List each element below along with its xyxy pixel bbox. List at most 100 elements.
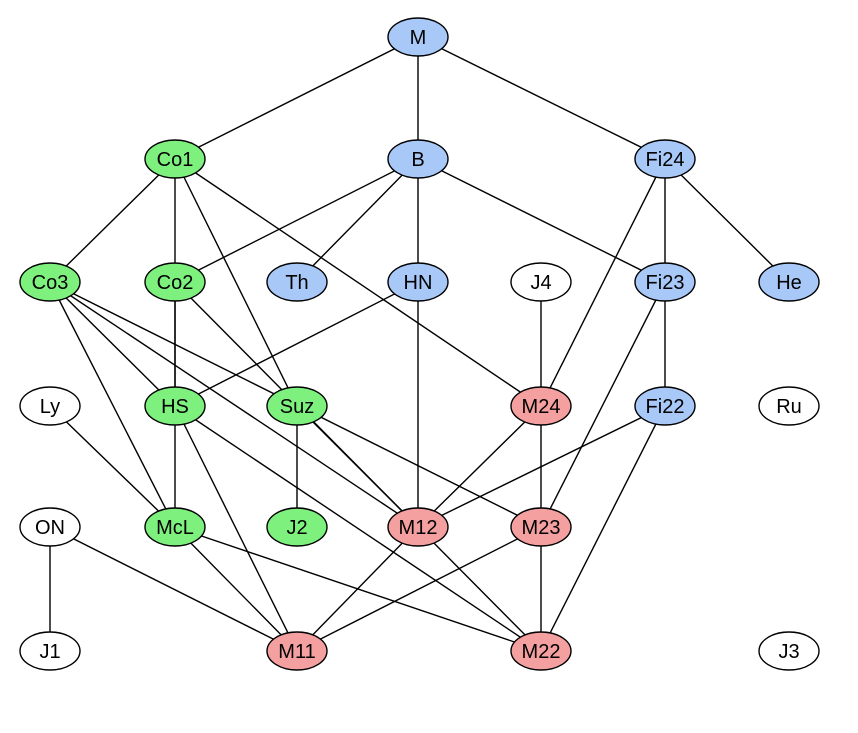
node-ellipse (266, 386, 328, 426)
node-j4: J4 (510, 262, 572, 302)
edge-m23-m11 (296, 526, 542, 652)
node-ellipse (144, 507, 206, 547)
edge-b-co2 (174, 158, 419, 283)
node-co1: Co1 (144, 139, 206, 179)
node-ellipse (510, 386, 572, 426)
node-label: M22 (522, 641, 561, 663)
node-j3: J3 (758, 631, 820, 671)
node-ly: Ly (19, 386, 81, 426)
node-ellipse (510, 631, 572, 671)
node-label: Ru (776, 396, 802, 418)
node-ellipse (19, 507, 81, 547)
node-on: ON (19, 507, 81, 547)
edge-m-co1 (174, 36, 419, 160)
edge-mcl-m11 (174, 526, 298, 652)
edge-co3-hs (49, 281, 176, 407)
edge-on-m11 (49, 526, 298, 652)
node-label: ON (35, 517, 65, 539)
node-label: Fi22 (646, 396, 685, 418)
node-co3: Co3 (19, 262, 81, 302)
node-label: Fi24 (646, 149, 685, 171)
node-label: M23 (522, 517, 561, 539)
edge-m12-m11 (296, 526, 419, 652)
node-ellipse (634, 139, 696, 179)
node-ellipse (387, 262, 449, 302)
edge-hs-m22 (174, 405, 542, 652)
node-m24: M24 (510, 386, 572, 426)
edge-co1-suz (174, 158, 298, 407)
node-label: M11 (278, 641, 315, 663)
node-label: He (776, 272, 802, 294)
edge-co1-m24 (174, 158, 542, 407)
edge-fi24-m24 (540, 158, 666, 407)
node-co2: Co2 (144, 262, 206, 302)
node-ellipse (387, 17, 449, 57)
node-m23: M23 (510, 507, 572, 547)
node-label: HN (404, 272, 433, 294)
node-suz: Suz (266, 386, 328, 426)
node-ellipse (19, 262, 81, 302)
node-label: J3 (778, 641, 799, 663)
node-fi23: Fi23 (634, 262, 696, 302)
node-ellipse (634, 386, 696, 426)
node-ellipse (758, 386, 820, 426)
node-th: Th (266, 262, 328, 302)
node-label: M12 (399, 517, 438, 539)
node-label: Ly (40, 396, 60, 418)
node-ellipse (266, 262, 328, 302)
edge-m-fi24 (417, 36, 666, 160)
edge-suz-m12 (296, 405, 419, 528)
edge-ly-mcl (49, 405, 176, 528)
node-label: B (411, 149, 424, 171)
node-label: McL (156, 517, 194, 539)
node-ellipse (19, 631, 81, 671)
node-label: Co1 (157, 149, 194, 171)
edge-co3-m12 (49, 281, 419, 528)
node-hs: HS (144, 386, 206, 426)
node-j2: J2 (266, 507, 328, 547)
node-ellipse (510, 262, 572, 302)
node-ellipse (144, 386, 206, 426)
node-m: M (387, 17, 449, 57)
edge-m24-m12 (417, 405, 542, 528)
edge-hn-hs (174, 281, 419, 407)
node-label: Suz (280, 396, 314, 418)
node-he: He (758, 262, 820, 302)
node-ru: Ru (758, 386, 820, 426)
node-ellipse (266, 507, 328, 547)
node-ellipse (634, 262, 696, 302)
node-ellipse (19, 386, 81, 426)
node-label: Co3 (32, 272, 69, 294)
node-fi24: Fi24 (634, 139, 696, 179)
node-hn: HN (387, 262, 449, 302)
edge-fi22-m22 (540, 405, 666, 652)
node-ellipse (510, 507, 572, 547)
edge-b-fi23 (417, 158, 666, 283)
edge-b-th (296, 158, 419, 283)
edge-fi22-m12 (417, 405, 666, 528)
node-ellipse (387, 507, 449, 547)
node-label: HS (161, 396, 189, 418)
node-ellipse (387, 139, 449, 179)
node-label: Fi23 (646, 272, 685, 294)
node-ellipse (144, 262, 206, 302)
node-j1: J1 (19, 631, 81, 671)
node-label: M (410, 27, 427, 49)
node-label: M24 (522, 396, 561, 418)
node-label: J1 (39, 641, 60, 663)
node-b: B (387, 139, 449, 179)
node-label: Th (285, 272, 308, 294)
node-ellipse (144, 139, 206, 179)
edge-fi24-he (664, 158, 790, 283)
node-ellipse (266, 631, 328, 671)
edge-co1-co3 (49, 158, 176, 283)
node-fi22: Fi22 (634, 386, 696, 426)
node-m12: M12 (387, 507, 449, 547)
edges-layer (49, 36, 790, 652)
edge-co3-mcl (49, 281, 176, 528)
node-ellipse (758, 262, 820, 302)
node-ellipse (758, 631, 820, 671)
node-mcl: McL (144, 507, 206, 547)
